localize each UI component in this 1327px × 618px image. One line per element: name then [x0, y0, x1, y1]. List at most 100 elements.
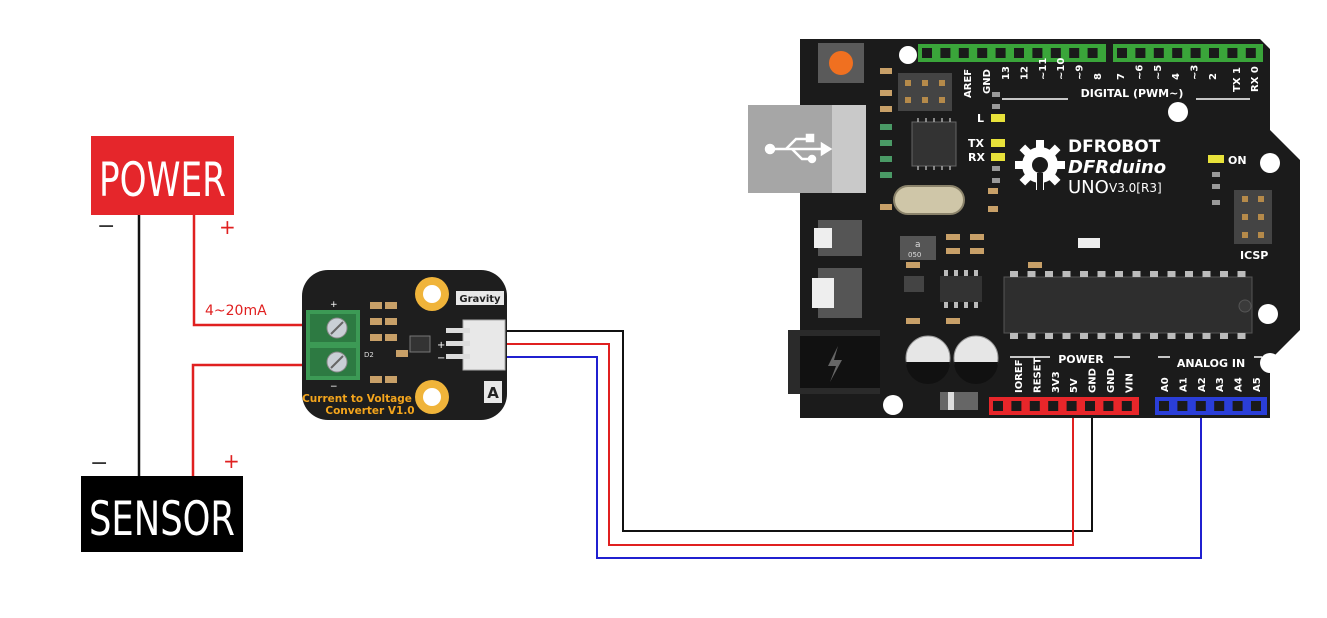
header-socket: [922, 48, 932, 58]
analog-pin-label: A4: [1234, 377, 1245, 392]
header-socket: [1190, 48, 1201, 58]
header-socket: [1214, 401, 1225, 411]
converter-title-line2: Converter V1.0: [325, 405, 414, 417]
current-range-label: 4~20mA: [205, 303, 267, 319]
terminal-plus-mark: +: [330, 300, 338, 310]
pin-label-aref: AREF: [963, 69, 974, 98]
power-pin-label: GND: [1088, 368, 1099, 393]
digital-pin-label: 8: [1093, 73, 1104, 80]
chip-pin: [1237, 333, 1246, 339]
chip-notch: [1238, 299, 1252, 313]
power-pin-label: 5V: [1069, 378, 1080, 393]
chip-pin: [1080, 333, 1088, 339]
atmega-pins-bottom: [1010, 333, 1246, 339]
digital-pin-label: ~11: [1038, 58, 1049, 80]
chip-pin: [1220, 271, 1228, 277]
header-socket: [1087, 48, 1098, 58]
digital-pin-label: ~10: [1056, 58, 1067, 80]
header-socket: [1014, 48, 1024, 58]
chip-pin: [1132, 333, 1141, 339]
pin-plus-mark: +: [437, 340, 445, 351]
header-socket: [1121, 401, 1132, 411]
header-socket: [958, 48, 969, 58]
led-tx: [991, 139, 1005, 147]
chip-pin: [1062, 271, 1071, 277]
chip-pin: [1185, 333, 1193, 339]
converter-title-line1: Current to Voltage: [302, 393, 412, 405]
port-label-box: [484, 381, 502, 403]
header-socket: [1135, 48, 1146, 58]
digital-pin-label: 4: [1171, 73, 1182, 80]
power-pin-label: 3V3: [1051, 371, 1062, 393]
terminal-minus-mark: −: [330, 382, 338, 392]
crystal-oscillator: [893, 185, 965, 215]
header-socket: [1048, 401, 1059, 411]
chip-pin: [1097, 333, 1106, 339]
chip-pin: [1202, 271, 1211, 277]
chip-pin: [1027, 271, 1036, 277]
header-socket: [1066, 401, 1077, 411]
chip-pin: [1097, 271, 1106, 277]
converter-board: [302, 270, 507, 420]
pin-label-tx1: TX 1: [1232, 67, 1243, 92]
analog-header: [1155, 397, 1267, 415]
analog-header-label: ANALOG IN: [1177, 357, 1245, 370]
analog-pin-label: A5: [1252, 377, 1263, 392]
wire-power-positive: [192, 215, 330, 327]
power-pin-label: VIN: [1124, 373, 1135, 393]
header-socket: [1232, 401, 1243, 411]
digital-pin-label: ~6: [1134, 65, 1145, 80]
chip-pin: [1220, 333, 1228, 339]
chip-pin: [1045, 333, 1053, 339]
chip-pin: [1045, 271, 1053, 277]
header-socket: [1159, 401, 1169, 411]
chip-pin: [1080, 271, 1088, 277]
icsp-header: [1234, 190, 1272, 244]
led-on: [1208, 155, 1224, 163]
header-socket: [1172, 48, 1183, 58]
header-socket: [995, 48, 1006, 58]
chip-pin: [1202, 333, 1211, 339]
chip-pin: [1115, 333, 1123, 339]
digital-pin-label: 7: [1116, 73, 1127, 80]
header-socket: [993, 401, 1003, 411]
atmega-chip: [1003, 276, 1253, 334]
led-tx-label: TX: [968, 137, 985, 150]
power-pin-label: GND: [1106, 368, 1117, 393]
dc-power-jack: [788, 330, 880, 394]
chip-pin: [1167, 333, 1176, 339]
wire-gnd: [505, 330, 1093, 532]
digital-sockets: [922, 48, 1256, 58]
header-socket: [940, 48, 951, 58]
header-socket: [1195, 401, 1206, 411]
header-socket: [1251, 401, 1261, 411]
led-on-label: ON: [1228, 154, 1247, 167]
analog-pin-label: A0: [1160, 377, 1171, 392]
usb-icon: [764, 133, 833, 164]
pin-label-rx0: RX 0: [1250, 66, 1261, 92]
power-label: POWER: [99, 153, 226, 208]
analog-pin-label: A3: [1215, 377, 1226, 392]
wire-5v: [505, 343, 1074, 546]
power-plus-label: +: [219, 215, 236, 239]
converter-d2-label: D2: [364, 351, 374, 359]
current-to-voltage-converter: + − D2 + − Gravity A Current to Voltage …: [302, 270, 507, 420]
gravity-label: Gravity: [459, 294, 501, 305]
chip-pin: [1150, 333, 1158, 339]
dfrobot-gear-icon: [1015, 140, 1065, 193]
sensor-minus-label: −: [90, 451, 108, 476]
digital-pin-label: ~3: [1190, 65, 1201, 80]
board-model: UNO: [1068, 177, 1109, 198]
header-socket: [1227, 48, 1238, 58]
led-l: [991, 114, 1005, 122]
icsp2-header: [898, 73, 952, 111]
pin-minus-mark: −: [437, 353, 445, 364]
digital-pin-label: 13: [1001, 66, 1012, 80]
brand-dfrobot: DFROBOT: [1068, 137, 1161, 157]
icsp-label: ICSP: [1240, 249, 1268, 262]
chip-050-label: 050: [908, 251, 921, 259]
usb-chip: [911, 121, 957, 167]
